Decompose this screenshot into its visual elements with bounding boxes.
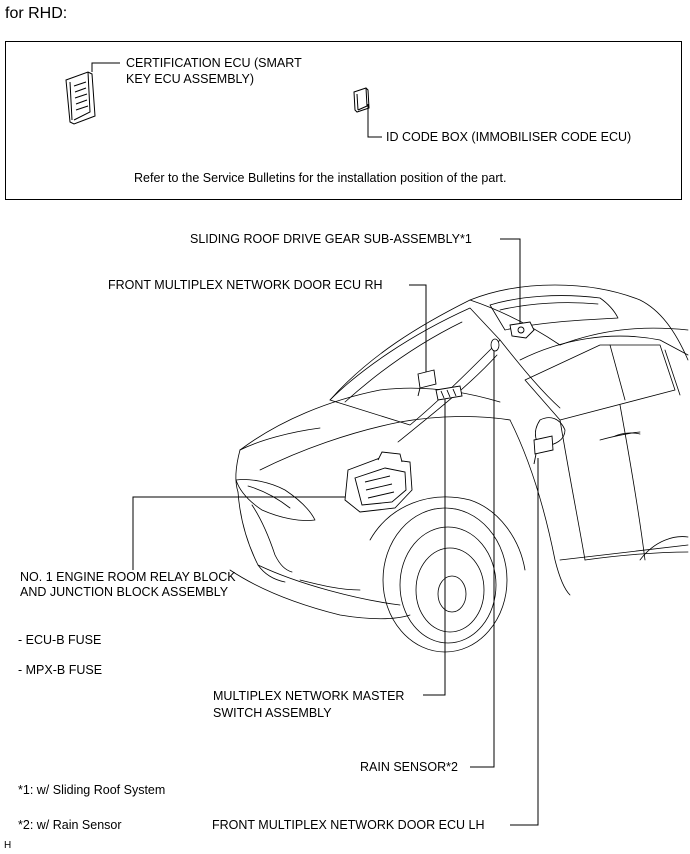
- id-code-box-icon: [353, 87, 370, 113]
- page-title: for RHD:: [5, 5, 68, 22]
- relay-block-label-line1: NO. 1 ENGINE ROOM RELAY BLOCK: [20, 570, 236, 584]
- service-bulletin-box: [5, 41, 682, 200]
- front-door-ecu-lh-icon: [533, 435, 554, 465]
- relay-block-icon: [344, 451, 413, 513]
- master-switch-icon: [435, 385, 463, 401]
- front-door-ecu-lh-label: FRONT MULTIPLEX NETWORK DOOR ECU LH: [212, 818, 485, 832]
- id-code-box-label: ID CODE BOX (IMMOBILISER CODE ECU): [386, 130, 632, 144]
- car-outline-drawing: [229, 284, 689, 653]
- certification-ecu-icon: [65, 71, 96, 125]
- ecu-b-fuse-label: - ECU-B FUSE: [18, 633, 102, 647]
- corner-mark: H: [4, 840, 12, 851]
- certification-ecu-label-line2: KEY ECU ASSEMBLY): [126, 72, 255, 86]
- master-switch-label-line2: SWITCH ASSEMBLY: [213, 706, 332, 720]
- master-switch-label-line1: MULTIPLEX NETWORK MASTER: [213, 689, 405, 703]
- footnote-rain-sensor: *2: w/ Rain Sensor: [18, 818, 122, 832]
- relay-block-label-line2: AND JUNCTION BLOCK ASSEMBLY: [20, 585, 229, 599]
- front-door-ecu-rh-icon: [417, 369, 437, 397]
- certification-ecu-label-line1: CERTIFICATION ECU (SMART: [126, 56, 302, 70]
- mpx-b-fuse-label: - MPX-B FUSE: [18, 663, 103, 677]
- front-door-ecu-rh-label: FRONT MULTIPLEX NETWORK DOOR ECU RH: [108, 278, 383, 292]
- footnote-sliding-roof: *1: w/ Sliding Roof System: [18, 783, 166, 797]
- sliding-roof-label: SLIDING ROOF DRIVE GEAR SUB-ASSEMBLY*1: [190, 232, 472, 246]
- sliding-roof-drive-gear-icon: [509, 321, 535, 339]
- rain-sensor-label: RAIN SENSOR*2: [360, 760, 458, 774]
- service-bulletin-note: Refer to the Service Bulletins for the i…: [134, 171, 507, 185]
